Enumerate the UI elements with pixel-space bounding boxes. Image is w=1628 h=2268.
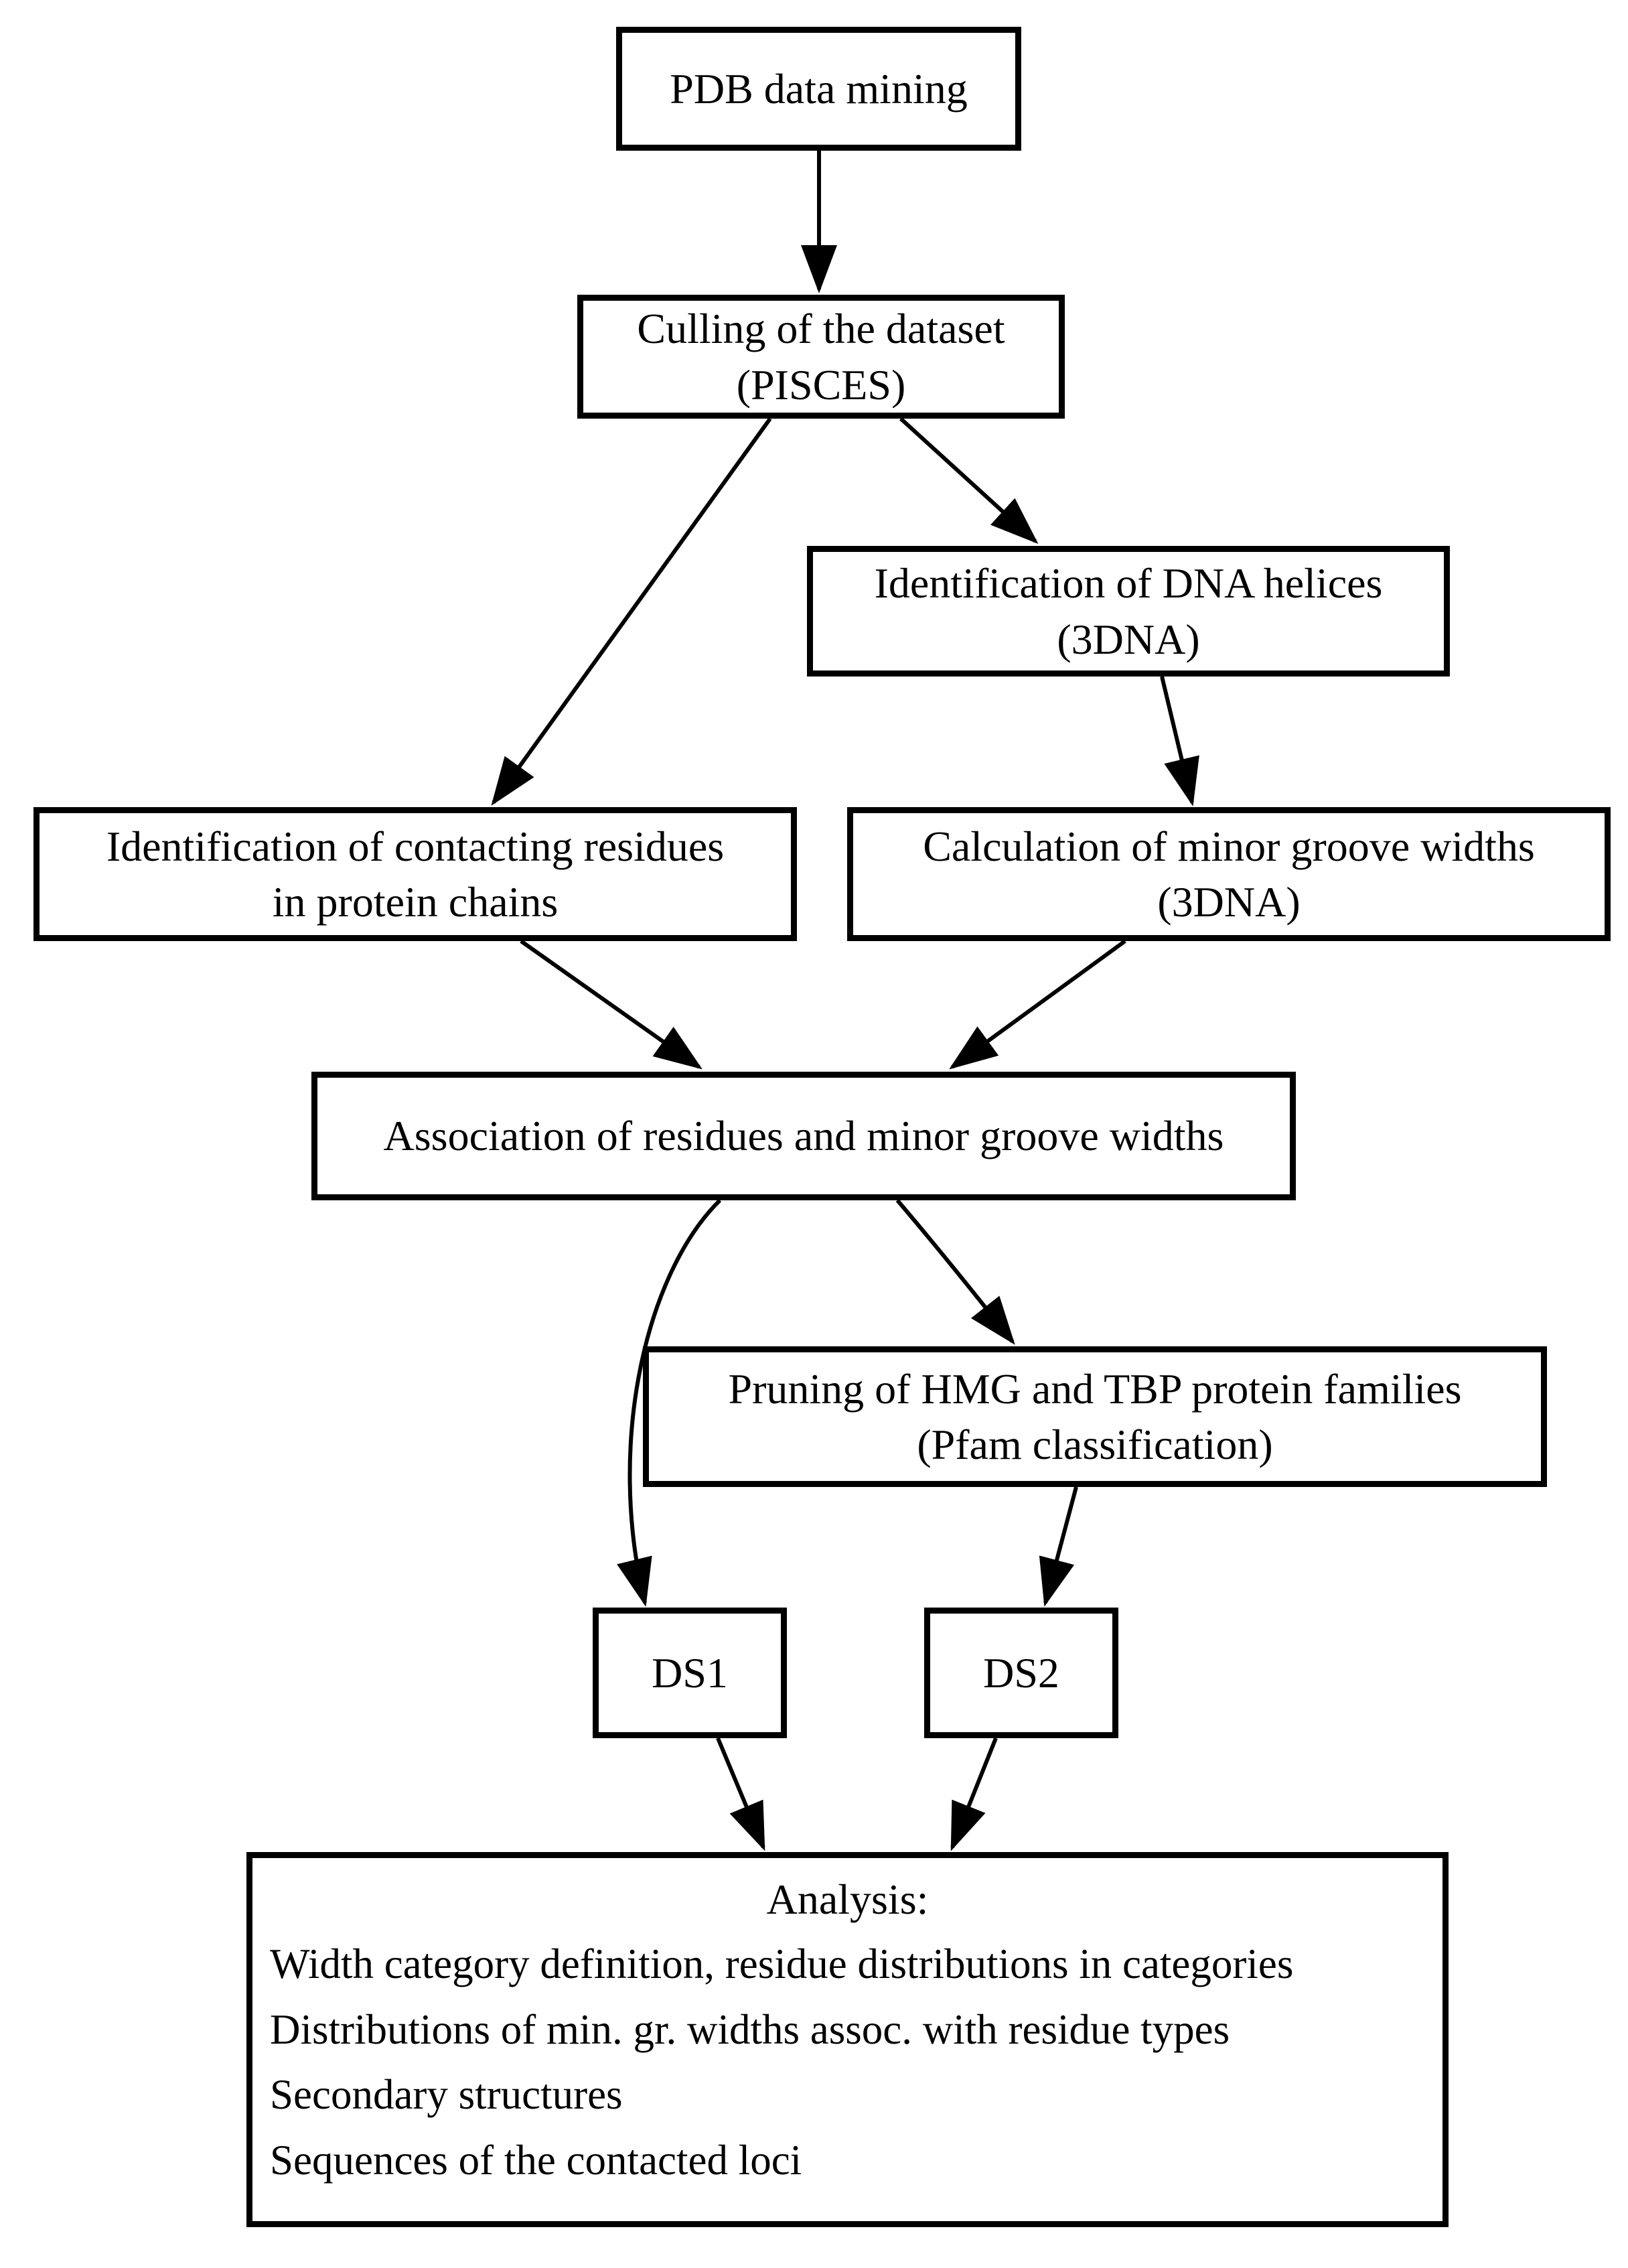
arrow-dna_helices-to-calculation — [1160, 676, 1199, 806]
node-ds1-label: DS1 — [652, 1648, 728, 1697]
arrow-contacting-to-association — [520, 939, 702, 1070]
arrow-culling-to-dna_helices — [899, 417, 1039, 545]
node-culling-label-line1: Culling of the dataset — [637, 305, 1005, 353]
node-analysis: Analysis: Width category definition, res… — [246, 1852, 1449, 2227]
node-analysis-item: Sequences of the contacted loci — [270, 2136, 802, 2184]
node-association: Association of residues and minor groove… — [311, 1072, 1296, 1200]
node-contacting-residues-label-line1: Identification of contacting residues — [106, 822, 725, 870]
node-association-label: Association of residues and minor groove… — [383, 1112, 1224, 1160]
arrow-calculation-to-association — [949, 939, 1126, 1070]
node-analysis-item: Secondary structures — [270, 2071, 623, 2119]
node-culling-label-line2: (PISCES) — [736, 360, 906, 409]
node-contacting-residues: Identification of contacting residues in… — [33, 807, 797, 941]
node-analysis-item: Distributions of min. gr. widths assoc. … — [270, 2005, 1230, 2053]
node-dna-helices-label-line1: Identification of DNA helices — [874, 559, 1383, 608]
node-minor-groove-calc: Calculation of minor groove widths (3DNA… — [847, 807, 1611, 941]
arrow-culling-to-contacting — [491, 417, 772, 806]
arrow-pruning-to-ds2 — [1039, 1486, 1078, 1607]
node-analysis-title: Analysis: — [766, 1875, 929, 1923]
node-ds2: DS2 — [924, 1608, 1118, 1738]
node-ds1: DS1 — [593, 1608, 787, 1738]
arrow-association-to-ds1 — [617, 1198, 722, 1607]
node-analysis-item: Width category definition, residue distr… — [270, 1940, 1294, 1987]
node-ds2-label: DS2 — [983, 1648, 1059, 1697]
node-minor-groove-calc-label-line2: (3DNA) — [1157, 878, 1301, 926]
node-dna-helices: Identification of DNA helices (3DNA) — [807, 546, 1450, 677]
arrow-ds1-to-analysis — [716, 1737, 765, 1851]
node-pruning-label-line2: (Pfam classification) — [917, 1421, 1273, 1468]
node-culling: Culling of the dataset (PISCES) — [577, 295, 1065, 419]
node-pruning-label-line1: Pruning of HMG and TBP protein families — [728, 1364, 1462, 1413]
node-pdb: PDB data mining — [616, 27, 1021, 151]
node-pdb-label: PDB data mining — [670, 64, 968, 113]
arrow-association-to-pruning — [895, 1199, 1015, 1345]
arrow-ds2-to-analysis — [950, 1737, 998, 1851]
node-dna-helices-label-line2: (3DNA) — [1057, 615, 1200, 663]
node-minor-groove-calc-label-line1: Calculation of minor groove widths — [923, 822, 1535, 870]
node-contacting-residues-label-line2: in protein chains — [272, 878, 559, 926]
node-pruning: Pruning of HMG and TBP protein families … — [643, 1346, 1547, 1487]
